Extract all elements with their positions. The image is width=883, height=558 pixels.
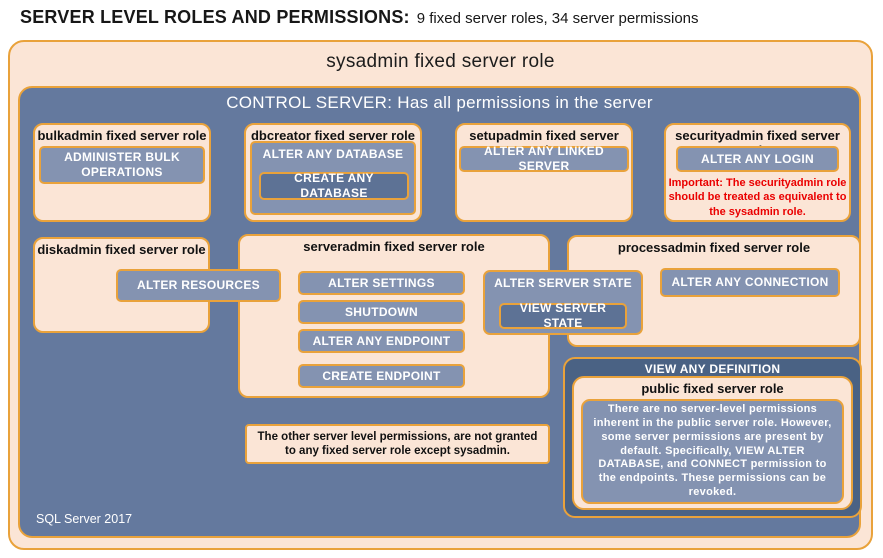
- role-box-setupadmin: setupadmin fixed server role ALTER ANY L…: [455, 123, 633, 222]
- permission-alter-resources: ALTER RESOURCES: [116, 269, 281, 302]
- role-box-securityadmin: securityadmin fixed server role ALTER AN…: [664, 123, 851, 222]
- page-title: SERVER LEVEL ROLES AND PERMISSIONS: 9 fix…: [20, 7, 699, 28]
- processadmin-title: processadmin fixed server role: [617, 240, 811, 255]
- permission-administer-bulk-operations: ADMINISTER BULK OPERATIONS: [39, 146, 205, 184]
- bulkadmin-title: bulkadmin fixed server role: [37, 128, 207, 143]
- sql-server-version-label: SQL Server 2017: [36, 512, 133, 526]
- view-any-definition-label: VIEW ANY DEFINITION: [644, 362, 781, 376]
- permission-alter-any-connection: ALTER ANY CONNECTION: [660, 268, 840, 297]
- serveradmin-title: serveradmin fixed server role: [303, 239, 485, 254]
- control-server-header: CONTROL SERVER: Has all permissions in t…: [226, 93, 653, 112]
- sysadmin-role-box: sysadmin fixed server role CONTROL SERVE…: [8, 40, 873, 550]
- permission-shutdown: SHUTDOWN: [298, 300, 465, 324]
- alter-any-database-label: ALTER ANY DATABASE: [262, 147, 404, 161]
- permission-view-server-state: VIEW SERVER STATE: [499, 301, 627, 330]
- other-permissions-note: The other server level permissions, are …: [245, 424, 550, 464]
- page-title-subtitle: 9 fixed server roles, 34 server permissi…: [416, 10, 699, 27]
- public-role-description: There are no server-level permissions in…: [581, 399, 844, 504]
- role-box-serveradmin: serveradmin fixed server role ALTER SETT…: [238, 234, 550, 398]
- permission-alter-settings: ALTER SETTINGS: [298, 271, 465, 295]
- permission-alter-any-login: ALTER ANY LOGIN: [676, 146, 839, 172]
- permission-create-any-database: CREATE ANY DATABASE: [259, 171, 409, 200]
- permission-alter-any-database: ALTER ANY DATABASE CREATE ANY DATABASE: [250, 141, 416, 215]
- sysadmin-role-title: sysadmin fixed server role: [326, 51, 555, 72]
- dbcreator-title: dbcreator fixed server role: [250, 128, 416, 143]
- permission-view-any-definition: VIEW ANY DEFINITION public fixed server …: [563, 357, 862, 518]
- alter-server-state-label: ALTER SERVER STATE: [494, 276, 632, 290]
- diskadmin-title: diskadmin fixed server role: [37, 242, 206, 257]
- page-title-main: SERVER LEVEL ROLES AND PERMISSIONS:: [20, 7, 410, 27]
- public-role-title: public fixed server role: [641, 381, 784, 396]
- securityadmin-important-note: Important: The securityadmin role should…: [668, 177, 847, 218]
- permission-alter-any-endpoint: ALTER ANY ENDPOINT: [298, 329, 465, 353]
- role-box-public: public fixed server role There are no se…: [572, 376, 853, 510]
- permission-create-endpoint: CREATE ENDPOINT: [298, 364, 465, 388]
- control-server-box: CONTROL SERVER: Has all permissions in t…: [18, 86, 862, 538]
- permission-alter-server-state: ALTER SERVER STATE VIEW SERVER STATE: [483, 270, 643, 335]
- role-box-bulkadmin: bulkadmin fixed server role ADMINISTER B…: [33, 123, 211, 222]
- permission-alter-any-linked-server: ALTER ANY LINKED SERVER: [459, 144, 629, 173]
- role-box-dbcreator: dbcreator fixed server role ALTER ANY DA…: [244, 123, 422, 222]
